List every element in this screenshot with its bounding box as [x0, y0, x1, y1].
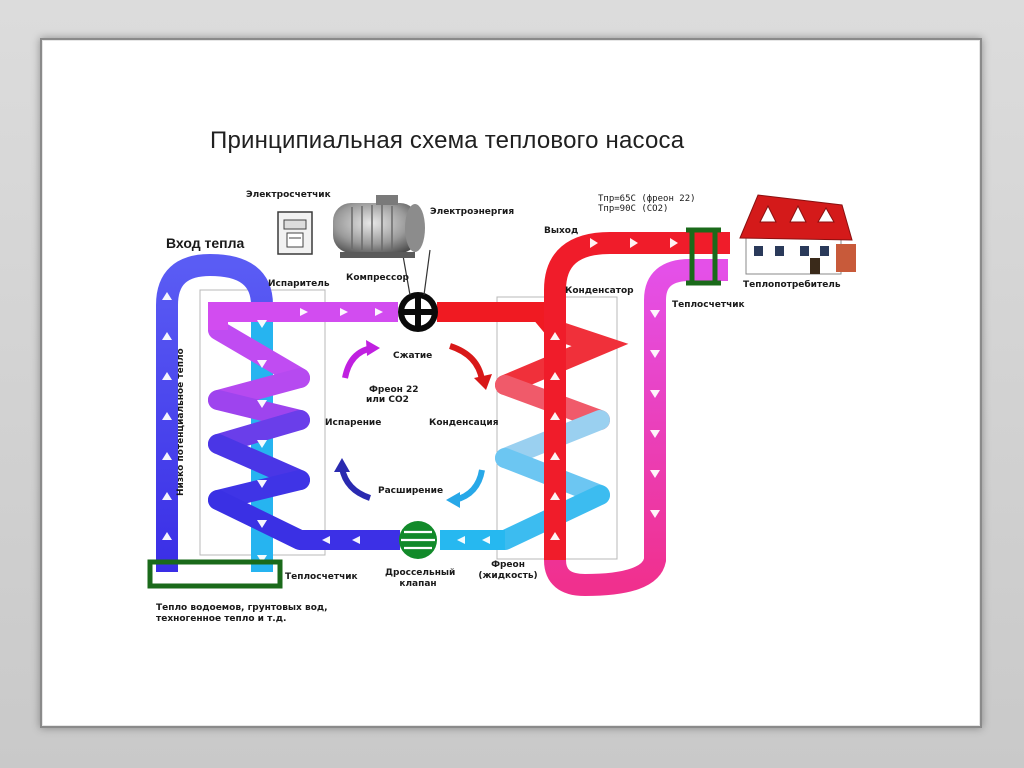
label-freon-1: Фреон 22 — [369, 385, 419, 395]
label-freon-2: или CO2 — [366, 395, 409, 405]
electric-meter-icon — [277, 211, 313, 255]
label-consumer: Теплопотребитель — [743, 280, 841, 290]
cycle-arrow-icon — [334, 340, 492, 508]
heat-meter-bottom — [147, 559, 283, 589]
label-heat-meter-bottom: Теплосчетчик — [285, 572, 358, 582]
label-tmp-1: Тпр=65С (фреон 22) — [598, 194, 696, 204]
label-evaporation: Испарение — [325, 418, 382, 428]
label-meter: Электросчетчик — [246, 190, 331, 200]
page-title: Принципиальная схема теплового насоса — [210, 127, 685, 154]
label-expansion: Расширение — [378, 486, 444, 496]
label-heat-meter-top: Теплосчетчик — [672, 300, 745, 310]
return-loop — [544, 259, 728, 597]
motor-icon — [333, 195, 425, 258]
label-heat-in: Вход тепла — [166, 235, 245, 251]
heat-meter-top — [686, 227, 721, 286]
label-freon-liq-2: (жидкость) — [478, 571, 538, 581]
label-throttle-2: клапан — [399, 579, 437, 589]
house-icon — [739, 194, 856, 275]
label-compressor: Компрессор — [346, 273, 409, 283]
hot-supply-loop — [544, 232, 730, 560]
label-exit: Выход — [544, 226, 579, 236]
pipe-compressor-cond — [437, 302, 563, 337]
label-freon-liq-1: Фреон — [491, 560, 525, 570]
label-condensation: Конденсация — [429, 418, 499, 428]
label-energy: Электроэнергия — [430, 207, 515, 217]
source-loop-outer — [156, 253, 273, 572]
label-throttle-1: Дроссельный — [385, 568, 456, 578]
label-bottom-1: Тепло водоемов, грунтовых вод, — [156, 603, 328, 613]
flow-arrows — [162, 238, 678, 563]
compressor-icon — [398, 292, 438, 332]
label-condenser: Конденсатор — [565, 286, 634, 296]
label-evaporator: Испаритель — [268, 279, 330, 289]
label-low-potential: Низко потенциальное тепло — [176, 348, 186, 496]
throttle-valve-icon — [399, 521, 437, 559]
label-bottom-2: техногенное тепло и т.д. — [156, 614, 287, 624]
label-tmp-2: Тпр=90С (CO2) — [598, 204, 669, 214]
label-compression: Сжатие — [393, 351, 433, 361]
pipe-evap-compressor — [208, 302, 398, 330]
